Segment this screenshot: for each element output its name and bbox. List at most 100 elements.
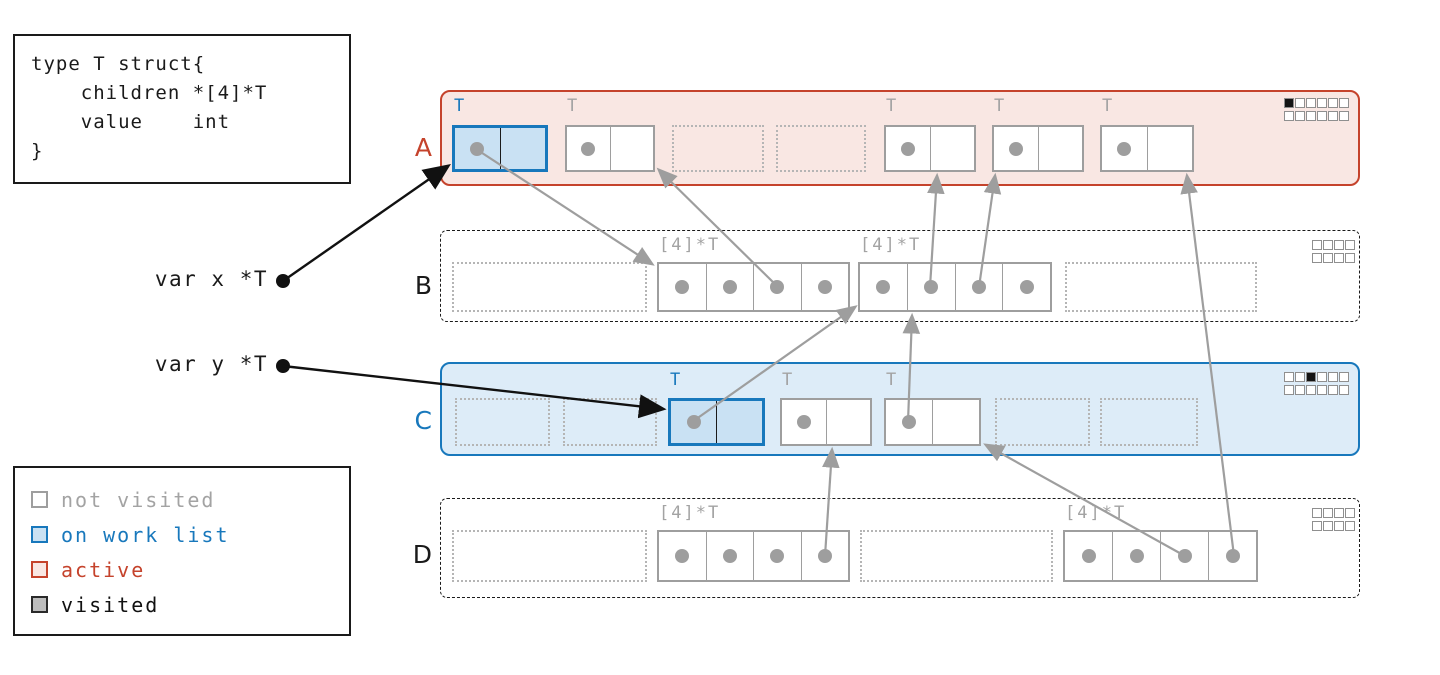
mark-bitmap-D xyxy=(1312,508,1355,531)
bitmap-bit xyxy=(1345,508,1355,518)
object-field-cell xyxy=(659,532,707,580)
bitmap-bit xyxy=(1317,98,1327,108)
type-definition-code: type T struct{ children *[4]*T value int… xyxy=(13,34,351,184)
pointer-dot-icon xyxy=(924,280,939,294)
free-slot xyxy=(860,530,1053,582)
bitmap-bit xyxy=(1284,111,1294,121)
object-field-cell xyxy=(827,400,871,444)
pointer-dot-icon xyxy=(770,549,785,563)
object-field-cell xyxy=(908,264,956,310)
object-type-label: T xyxy=(994,96,1007,116)
object-field-cell xyxy=(782,400,827,444)
bitmap-bit xyxy=(1317,111,1327,121)
bitmap-bit xyxy=(1323,521,1333,531)
pointer-dot-icon xyxy=(1117,141,1132,156)
heap-object xyxy=(1063,530,1258,582)
bitmap-bit xyxy=(1334,240,1344,250)
object-field-cell xyxy=(956,264,1004,310)
legend-item-label: not visited xyxy=(61,487,216,512)
legend-item-label: on work list xyxy=(61,522,230,547)
not-visited-swatch-icon xyxy=(31,491,48,508)
bitmap-bit xyxy=(1306,372,1316,382)
root-pointer-dot-icon xyxy=(276,359,290,373)
bitmap-bit xyxy=(1295,385,1305,395)
bitmap-bit xyxy=(1339,98,1349,108)
legend-item-active: active xyxy=(31,552,333,587)
bitmap-bit xyxy=(1312,521,1322,531)
object-type-label: T xyxy=(886,96,899,116)
pointer-dot-icon xyxy=(722,280,737,294)
heap-object xyxy=(992,125,1084,172)
object-type-label: T xyxy=(670,370,683,390)
bitmap-bit xyxy=(1323,240,1333,250)
bitmap-bit xyxy=(1312,508,1322,518)
bitmap-bit xyxy=(1317,385,1327,395)
on-work-list-swatch-icon xyxy=(31,526,48,543)
object-field-cell xyxy=(933,400,979,444)
mark-bitmap-C xyxy=(1284,372,1349,395)
object-field-cell xyxy=(501,128,546,169)
object-field-cell xyxy=(1102,127,1148,170)
heap-object xyxy=(884,125,976,172)
bitmap-bit xyxy=(1306,98,1316,108)
free-slot xyxy=(995,398,1090,446)
free-slot xyxy=(776,125,866,172)
span-label-A: A xyxy=(414,132,432,162)
free-slot xyxy=(672,125,764,172)
mark-bitmap-A xyxy=(1284,98,1349,121)
free-slot xyxy=(452,262,647,312)
bitmap-bit xyxy=(1312,240,1322,250)
object-field-cell xyxy=(754,264,802,310)
legend-item-label: active xyxy=(61,557,146,582)
bitmap-bit xyxy=(1328,98,1338,108)
free-slot xyxy=(563,398,657,446)
object-field-cell xyxy=(860,264,908,310)
pointer-dot-icon xyxy=(675,549,690,563)
pointer-dot-icon xyxy=(817,280,832,294)
heap-object xyxy=(452,125,548,172)
object-field-cell xyxy=(1161,532,1209,580)
span-label-B: B xyxy=(414,271,432,300)
heap-object xyxy=(884,398,981,446)
heap-object xyxy=(858,262,1052,312)
bitmap-bit xyxy=(1334,521,1344,531)
mark-bitmap-B xyxy=(1312,240,1355,263)
bitmap-bit xyxy=(1328,385,1338,395)
pointer-dot-icon xyxy=(722,549,737,563)
heap-object xyxy=(657,262,850,312)
bitmap-bit xyxy=(1284,385,1294,395)
bitmap-bit xyxy=(1295,372,1305,382)
object-field-cell xyxy=(707,264,754,310)
pointer-dot-icon xyxy=(876,280,891,294)
pointer-dot-icon xyxy=(581,141,596,156)
span-label-C: C xyxy=(414,406,432,435)
bitmap-bit xyxy=(1328,111,1338,121)
object-field-cell xyxy=(802,532,849,580)
root-pointer-dot-icon xyxy=(276,274,290,288)
legend-item-label: visited xyxy=(61,592,160,617)
heap-object xyxy=(780,398,872,446)
object-field-cell xyxy=(802,264,849,310)
object-type-label: [4]*T xyxy=(860,235,922,255)
bitmap-bit xyxy=(1323,253,1333,263)
object-type-label: T xyxy=(454,96,467,116)
object-field-cell xyxy=(1003,264,1050,310)
legend-item-on-work-list: on work list xyxy=(31,517,333,552)
bitmap-bit xyxy=(1339,385,1349,395)
bitmap-bit xyxy=(1295,111,1305,121)
pointer-dot-icon xyxy=(686,415,701,429)
object-field-cell xyxy=(1113,532,1161,580)
heap-object xyxy=(668,398,765,446)
bitmap-bit xyxy=(1345,240,1355,250)
free-slot xyxy=(455,398,550,446)
pointer-dot-icon xyxy=(770,280,785,294)
object-field-cell xyxy=(754,532,802,580)
object-type-label: T xyxy=(567,96,580,116)
free-slot xyxy=(452,530,647,582)
object-type-label: [4]*T xyxy=(659,503,721,523)
pointer-dot-icon xyxy=(900,141,915,156)
pointer-dot-icon xyxy=(1177,549,1192,563)
pointer-dot-icon xyxy=(675,280,690,294)
var-y-label: var y *T xyxy=(154,352,268,376)
pointer-dot-icon xyxy=(1019,280,1034,294)
